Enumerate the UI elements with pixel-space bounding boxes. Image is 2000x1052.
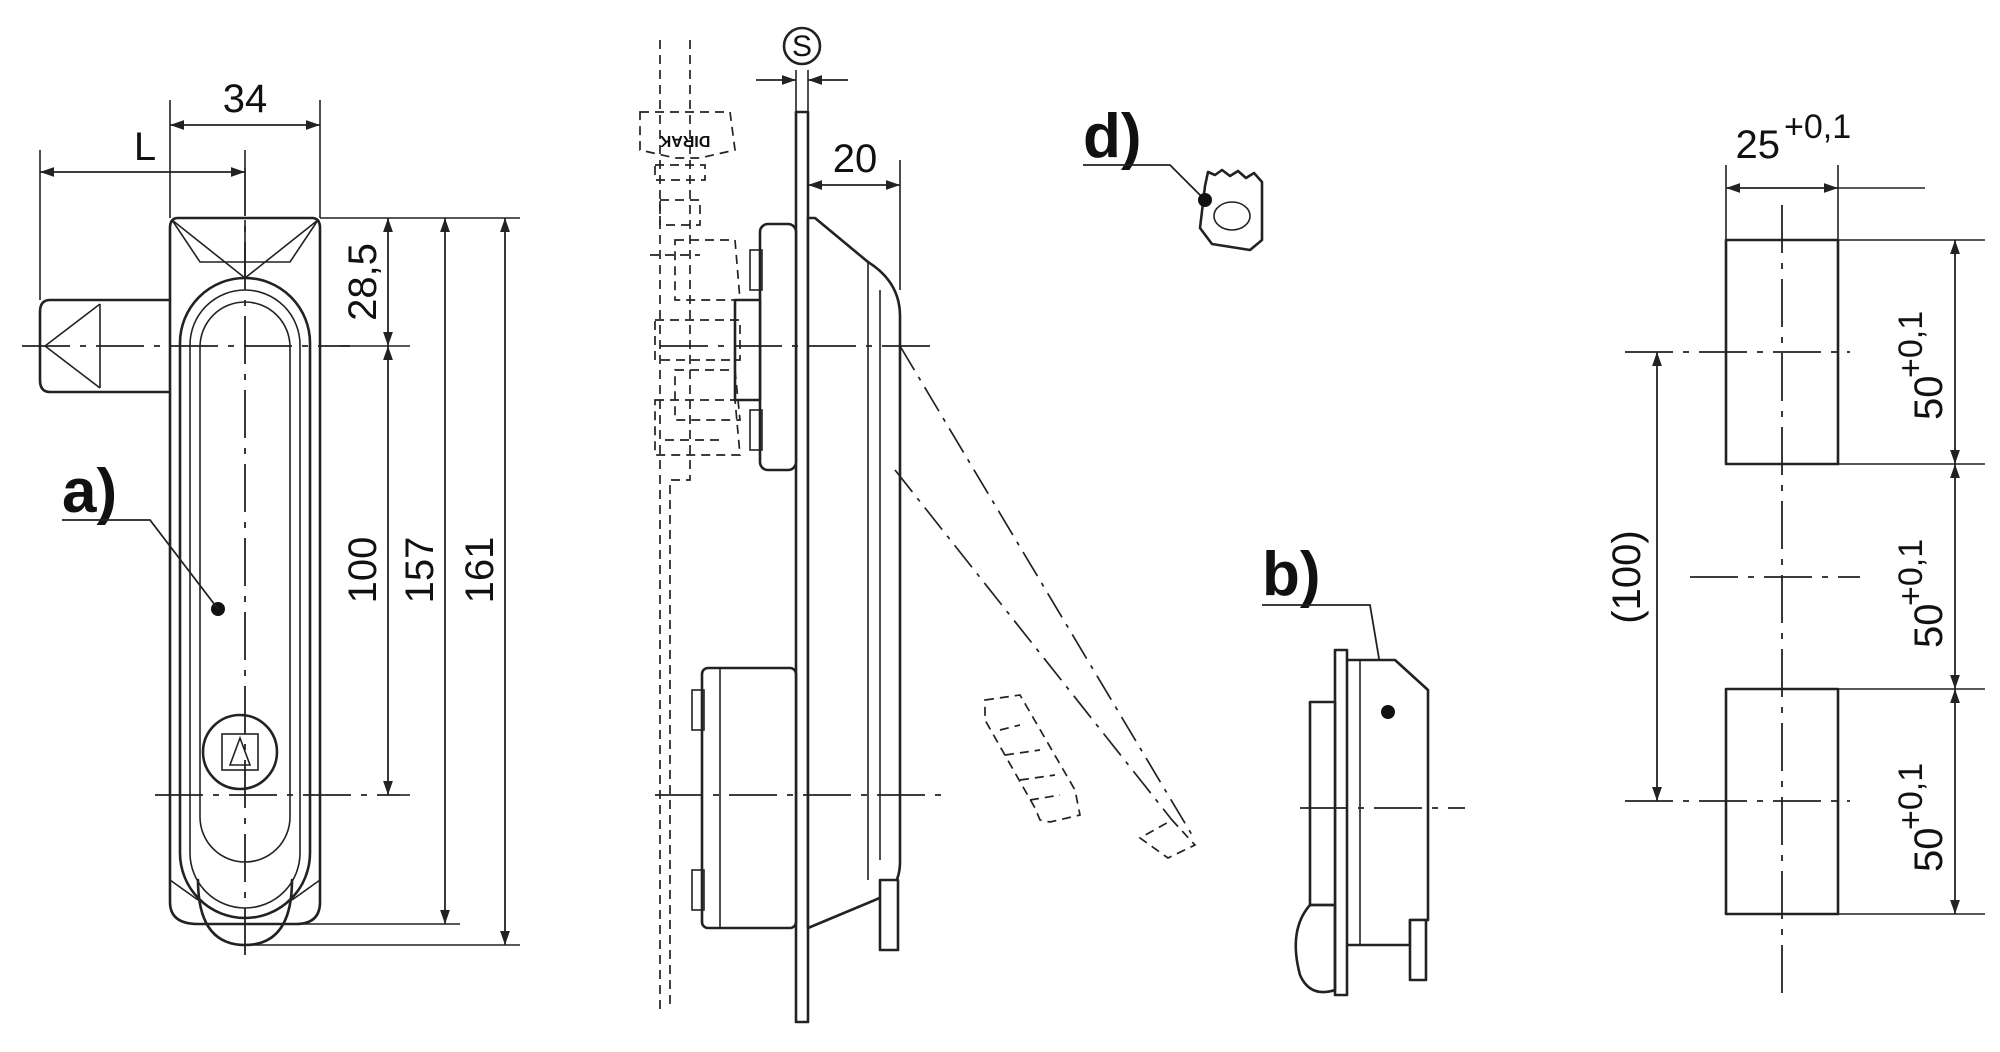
detail-d-part	[1198, 168, 1264, 252]
handle-open-position	[894, 345, 1197, 859]
callout-d: d)	[1083, 102, 1142, 171]
dim-S: S	[792, 30, 812, 63]
dim-25: 25	[1736, 123, 1781, 167]
dim-50-middle-tol: +0,1	[1892, 539, 1930, 606]
dim-L: L	[134, 125, 156, 169]
dim-34: 34	[223, 77, 268, 121]
dim-100: 100	[341, 537, 385, 604]
dim-50-lower: 50	[1907, 828, 1951, 873]
dim-20: 20	[833, 137, 878, 181]
detail-d: d)	[1083, 102, 1264, 252]
dim-25-tol: +0,1	[1784, 108, 1851, 146]
dim-50-upper-tol: +0,1	[1892, 311, 1930, 378]
detail-b-body	[1343, 658, 1430, 947]
dim-157: 157	[398, 537, 442, 604]
dim-161: 161	[458, 537, 502, 604]
side-view: DIRAK S 20	[639, 26, 1197, 1024]
insert-text: DIRAK	[659, 132, 710, 149]
door-sheet	[794, 110, 810, 1024]
panel-cutout: 25 +0,1 50 +0,1 50 +0,1 50 +0,1 (100)	[1605, 108, 1985, 1000]
dim-100-ref: (100)	[1605, 530, 1649, 623]
detail-b: b)	[1262, 540, 1465, 997]
callout-a: a)	[62, 457, 117, 526]
dim-50-middle: 50	[1907, 604, 1951, 649]
dim-50-upper: 50	[1907, 376, 1951, 421]
latch-mechanism-dashed: DIRAK	[639, 40, 741, 1010]
dim-28-5: 28,5	[341, 243, 385, 321]
dim-50-lower-tol: +0,1	[1892, 763, 1930, 830]
callout-b: b)	[1262, 540, 1321, 609]
front-view: 34 L 28,5 100 157 161 a)	[22, 77, 520, 955]
cylinder-lock	[201, 713, 279, 791]
escutcheon-body	[806, 216, 902, 930]
